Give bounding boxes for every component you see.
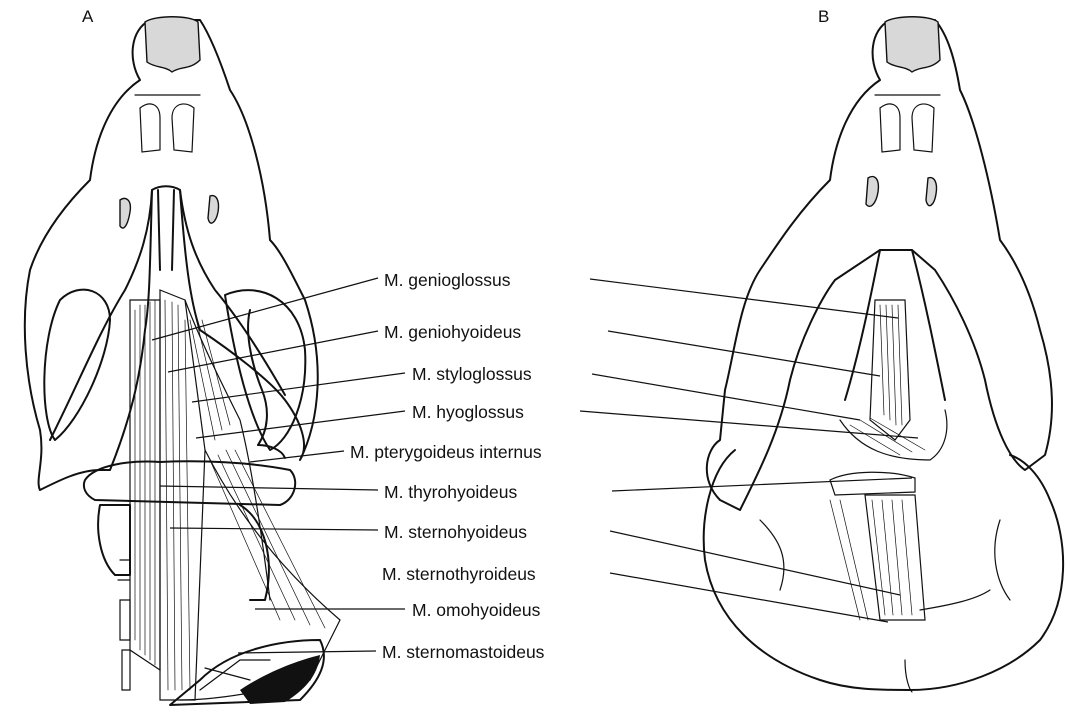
panel-a-drawing <box>25 17 340 705</box>
label-genioglossus: M. genioglossus <box>384 270 511 290</box>
leader-b-styloglossus <box>592 374 860 420</box>
leader-b-thyrohyoideus <box>612 478 912 491</box>
panel-label-b: B <box>818 7 829 26</box>
incisor-block-a <box>145 17 200 72</box>
leader-a-geniohyoideus <box>168 331 378 372</box>
label-sternomastoideus: M. sternomastoideus <box>382 642 545 662</box>
label-styloglossus: M. styloglossus <box>412 364 532 384</box>
panel-label-a: A <box>82 7 94 26</box>
leader-b-sternothyroideus <box>610 573 888 622</box>
label-pterygoideus: M. pterygoideus internus <box>350 442 542 462</box>
label-thyrohyoideus: M. thyrohyoideus <box>384 482 518 502</box>
incisor-block-b <box>885 17 940 72</box>
label-hyoglossus: M. hyoglossus <box>412 402 524 422</box>
leader-b-sternohyoideus <box>610 531 900 595</box>
label-geniohyoideus: M. geniohyoideus <box>384 322 521 342</box>
panel-b-drawing <box>704 17 1063 692</box>
label-sternothyroideus: M. sternothyroideus <box>382 564 536 584</box>
leader-b-geniohyoideus <box>608 331 880 376</box>
label-omohyoideus: M. omohyoideus <box>412 600 541 620</box>
leader-b-genioglossus <box>590 279 898 318</box>
leader-a-thyrohyoideus <box>160 486 378 490</box>
leader-a-sternohyoideus <box>170 528 378 530</box>
label-sternohyoideus: M. sternohyoideus <box>384 522 527 542</box>
leader-a-pterygoideus <box>250 451 344 462</box>
leader-a-sternomastoideus <box>238 651 376 653</box>
